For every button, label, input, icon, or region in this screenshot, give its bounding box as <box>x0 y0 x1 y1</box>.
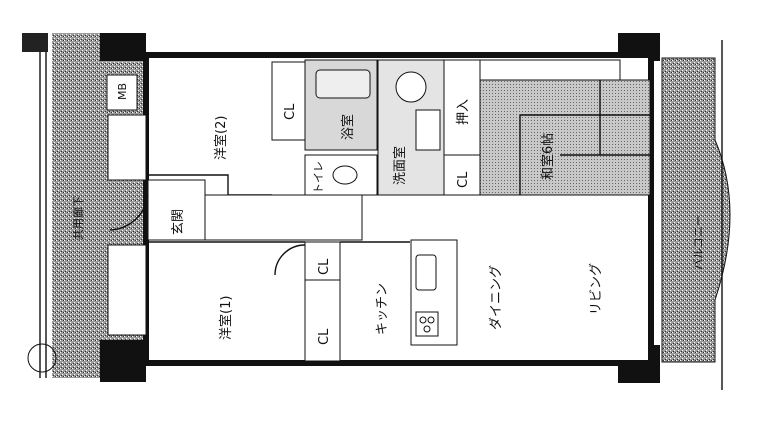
label-western-room-2: 洋室(2) <box>213 116 229 160</box>
room-kitchen: キッチン <box>340 239 458 346</box>
label-entrance: 玄関 <box>171 209 186 235</box>
sink-icon <box>415 254 437 291</box>
toilet-icon <box>332 165 358 185</box>
label-oshiire: 押入 <box>456 99 471 125</box>
label-bathroom: 浴室 <box>340 114 356 140</box>
entrance: 玄関 <box>109 179 206 241</box>
room-bathroom: 浴室 <box>304 59 378 151</box>
label-meter-box: MB <box>116 83 129 100</box>
label-dining: ダイニング <box>489 265 504 330</box>
washing-machine-icon <box>395 71 427 103</box>
window-bay-top <box>107 114 147 181</box>
meter-box: MB <box>106 74 138 111</box>
closet-washroom-side: CL <box>443 154 481 196</box>
closet-top: CL <box>271 61 306 141</box>
room-japanese: 和室6帖 <box>479 59 651 196</box>
label-western-room-1: 洋室(1) <box>218 296 234 340</box>
room-western-1: 洋室(1) <box>148 241 306 340</box>
label-toilet: トイレ <box>312 161 325 194</box>
hallway <box>204 194 363 241</box>
corridor-column-icon <box>27 343 57 373</box>
label-balcony: バルコニー <box>692 215 705 270</box>
room-toilet: トイレ <box>304 154 378 196</box>
balcony: バルコニー <box>661 40 731 390</box>
label-common-corridor: 共用廊下 <box>71 196 85 240</box>
vanity-icon <box>415 109 441 151</box>
sign-box <box>22 33 48 52</box>
label-living: リビング <box>589 263 604 315</box>
label-closet: CL <box>456 171 471 188</box>
bathtub-icon <box>315 69 371 99</box>
label-closet: CL <box>283 103 298 120</box>
room-washroom: 洗面室 <box>377 59 445 196</box>
label-washroom: 洗面室 <box>392 146 408 185</box>
closet-bottom: CL <box>304 279 341 362</box>
window-bay-bottom <box>107 244 147 336</box>
label-closet: CL <box>317 258 332 275</box>
label-kitchen: キッチン <box>375 283 390 335</box>
label-japanese-room: 和室6帖 <box>540 133 556 180</box>
stove-icon <box>415 311 439 337</box>
closet-mid: CL <box>304 241 341 281</box>
label-closet: CL <box>317 328 332 345</box>
oshiire: 押入 <box>443 59 481 156</box>
